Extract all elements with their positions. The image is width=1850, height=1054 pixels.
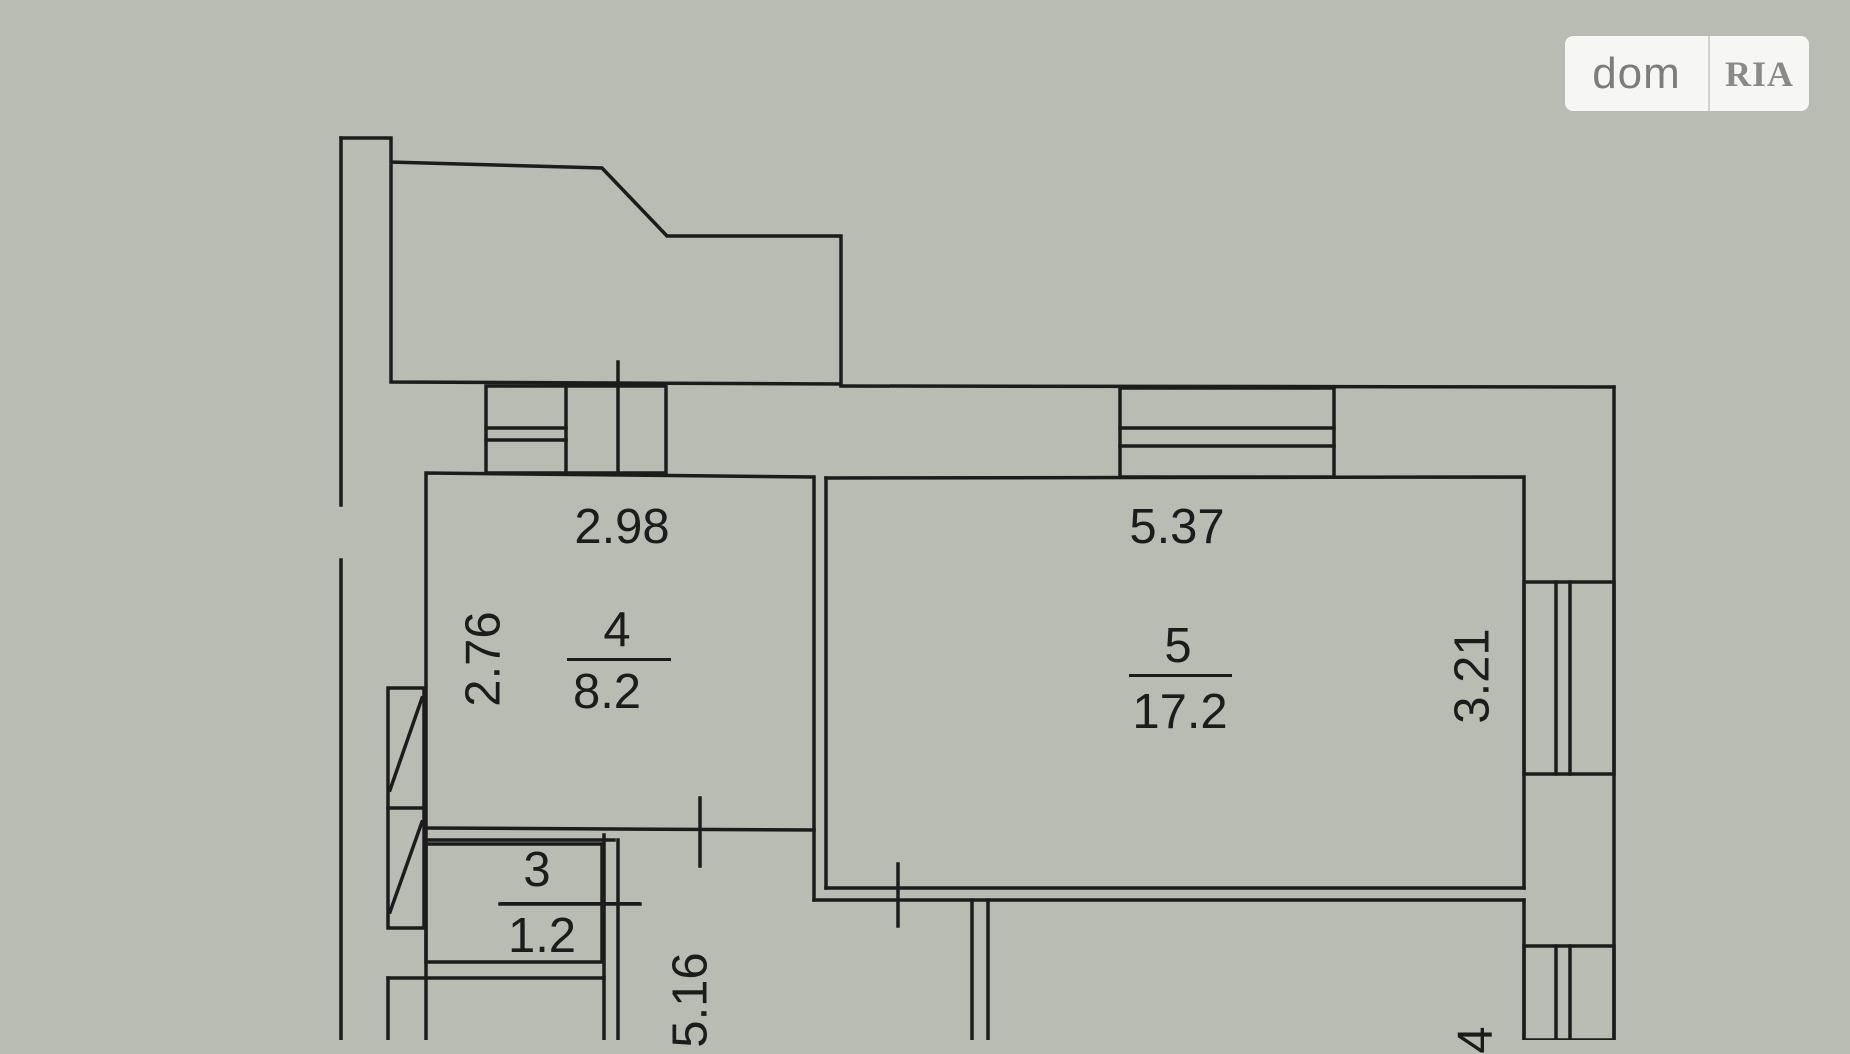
room-5-number: 5 bbox=[1164, 619, 1192, 673]
room-4-underline bbox=[567, 658, 671, 661]
room-4-number: 4 bbox=[603, 603, 631, 657]
room-4-bottom-wall bbox=[424, 826, 816, 832]
balcony-outline bbox=[339, 136, 843, 386]
room-4-walls bbox=[424, 471, 816, 1040]
logo-divider bbox=[1708, 36, 1710, 111]
window-room-5 bbox=[1118, 386, 1336, 479]
room-5-length: 3.21 bbox=[1445, 628, 1500, 724]
dom-ria-logo: dom RIA bbox=[1565, 36, 1809, 111]
room-4-width: 2.98 bbox=[574, 500, 670, 554]
room-5-area: 17.2 bbox=[1132, 685, 1228, 739]
room-3-area: 1.2 bbox=[507, 909, 577, 963]
room-3-underline bbox=[500, 902, 640, 905]
left-window-diagonal-a bbox=[387, 695, 425, 793]
corridor-length: 5.16 bbox=[663, 952, 718, 1048]
room-5-underline bbox=[1129, 674, 1232, 677]
room-4-area: 8.2 bbox=[572, 665, 642, 719]
room-4-length: 2.76 bbox=[456, 611, 511, 707]
room-5-width: 5.37 bbox=[1129, 500, 1225, 554]
right-partial-dimension: 4 bbox=[1448, 1026, 1503, 1054]
logo-dom-text: dom bbox=[1592, 48, 1681, 98]
left-window-diagonal-b bbox=[387, 819, 425, 915]
logo-ria-text: RIA bbox=[1724, 53, 1794, 94]
room-3-number: 3 bbox=[523, 843, 551, 897]
